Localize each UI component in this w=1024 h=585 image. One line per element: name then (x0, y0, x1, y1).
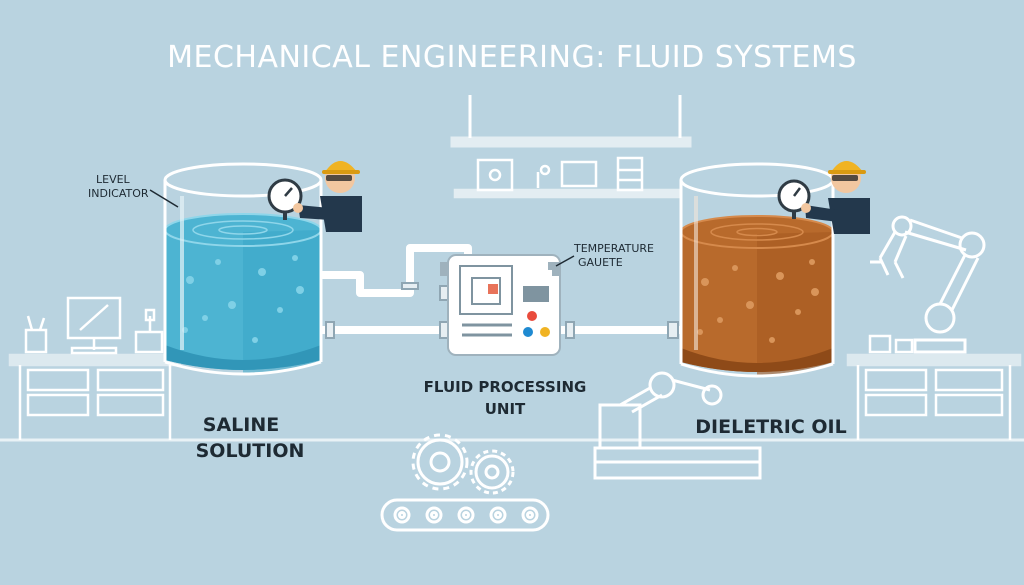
worker-right (777, 161, 870, 234)
page-title: MECHANICAL ENGINEERING: FLUID SYSTEMS (167, 40, 857, 75)
saline-line1: SALINE (202, 414, 280, 436)
level-indicator-leader (149, 189, 179, 208)
robot-arm-center (593, 371, 762, 480)
processing-unit (440, 254, 561, 356)
processing-unit-label: FLUID PROCESSING UNIT (400, 376, 610, 420)
saline-tank (163, 162, 323, 376)
temperature-line1: TEMPERATURE (574, 242, 654, 255)
processing-line1: FLUID PROCESSING (423, 378, 587, 396)
ceiling-shelf (450, 95, 692, 148)
saline-line2: SOLUTION (195, 440, 305, 462)
level-indicator-label: LEVEL INDICATOR (88, 173, 158, 201)
gears (411, 433, 515, 495)
level-indicator-line1: LEVEL (96, 173, 130, 186)
temperature-label: TEMPERATURE GAUETE (574, 242, 674, 270)
saline-solution-label: SALINE SOLUTION (180, 412, 320, 464)
wall-shelf (453, 156, 682, 199)
robot-arm-right (870, 215, 986, 354)
dielectric-oil-label: DIELETRIC OIL (695, 416, 847, 438)
pipes (318, 244, 685, 334)
right-desk (846, 334, 1022, 440)
temperature-leader (555, 255, 575, 267)
left-desk (8, 296, 182, 440)
level-indicator-line2: INDICATOR (88, 187, 149, 200)
oil-tank (679, 162, 835, 378)
processing-line2: UNIT (484, 400, 526, 418)
conveyor (380, 498, 550, 532)
worker-left (267, 161, 362, 232)
temperature-line2: GAUETE (578, 256, 623, 269)
